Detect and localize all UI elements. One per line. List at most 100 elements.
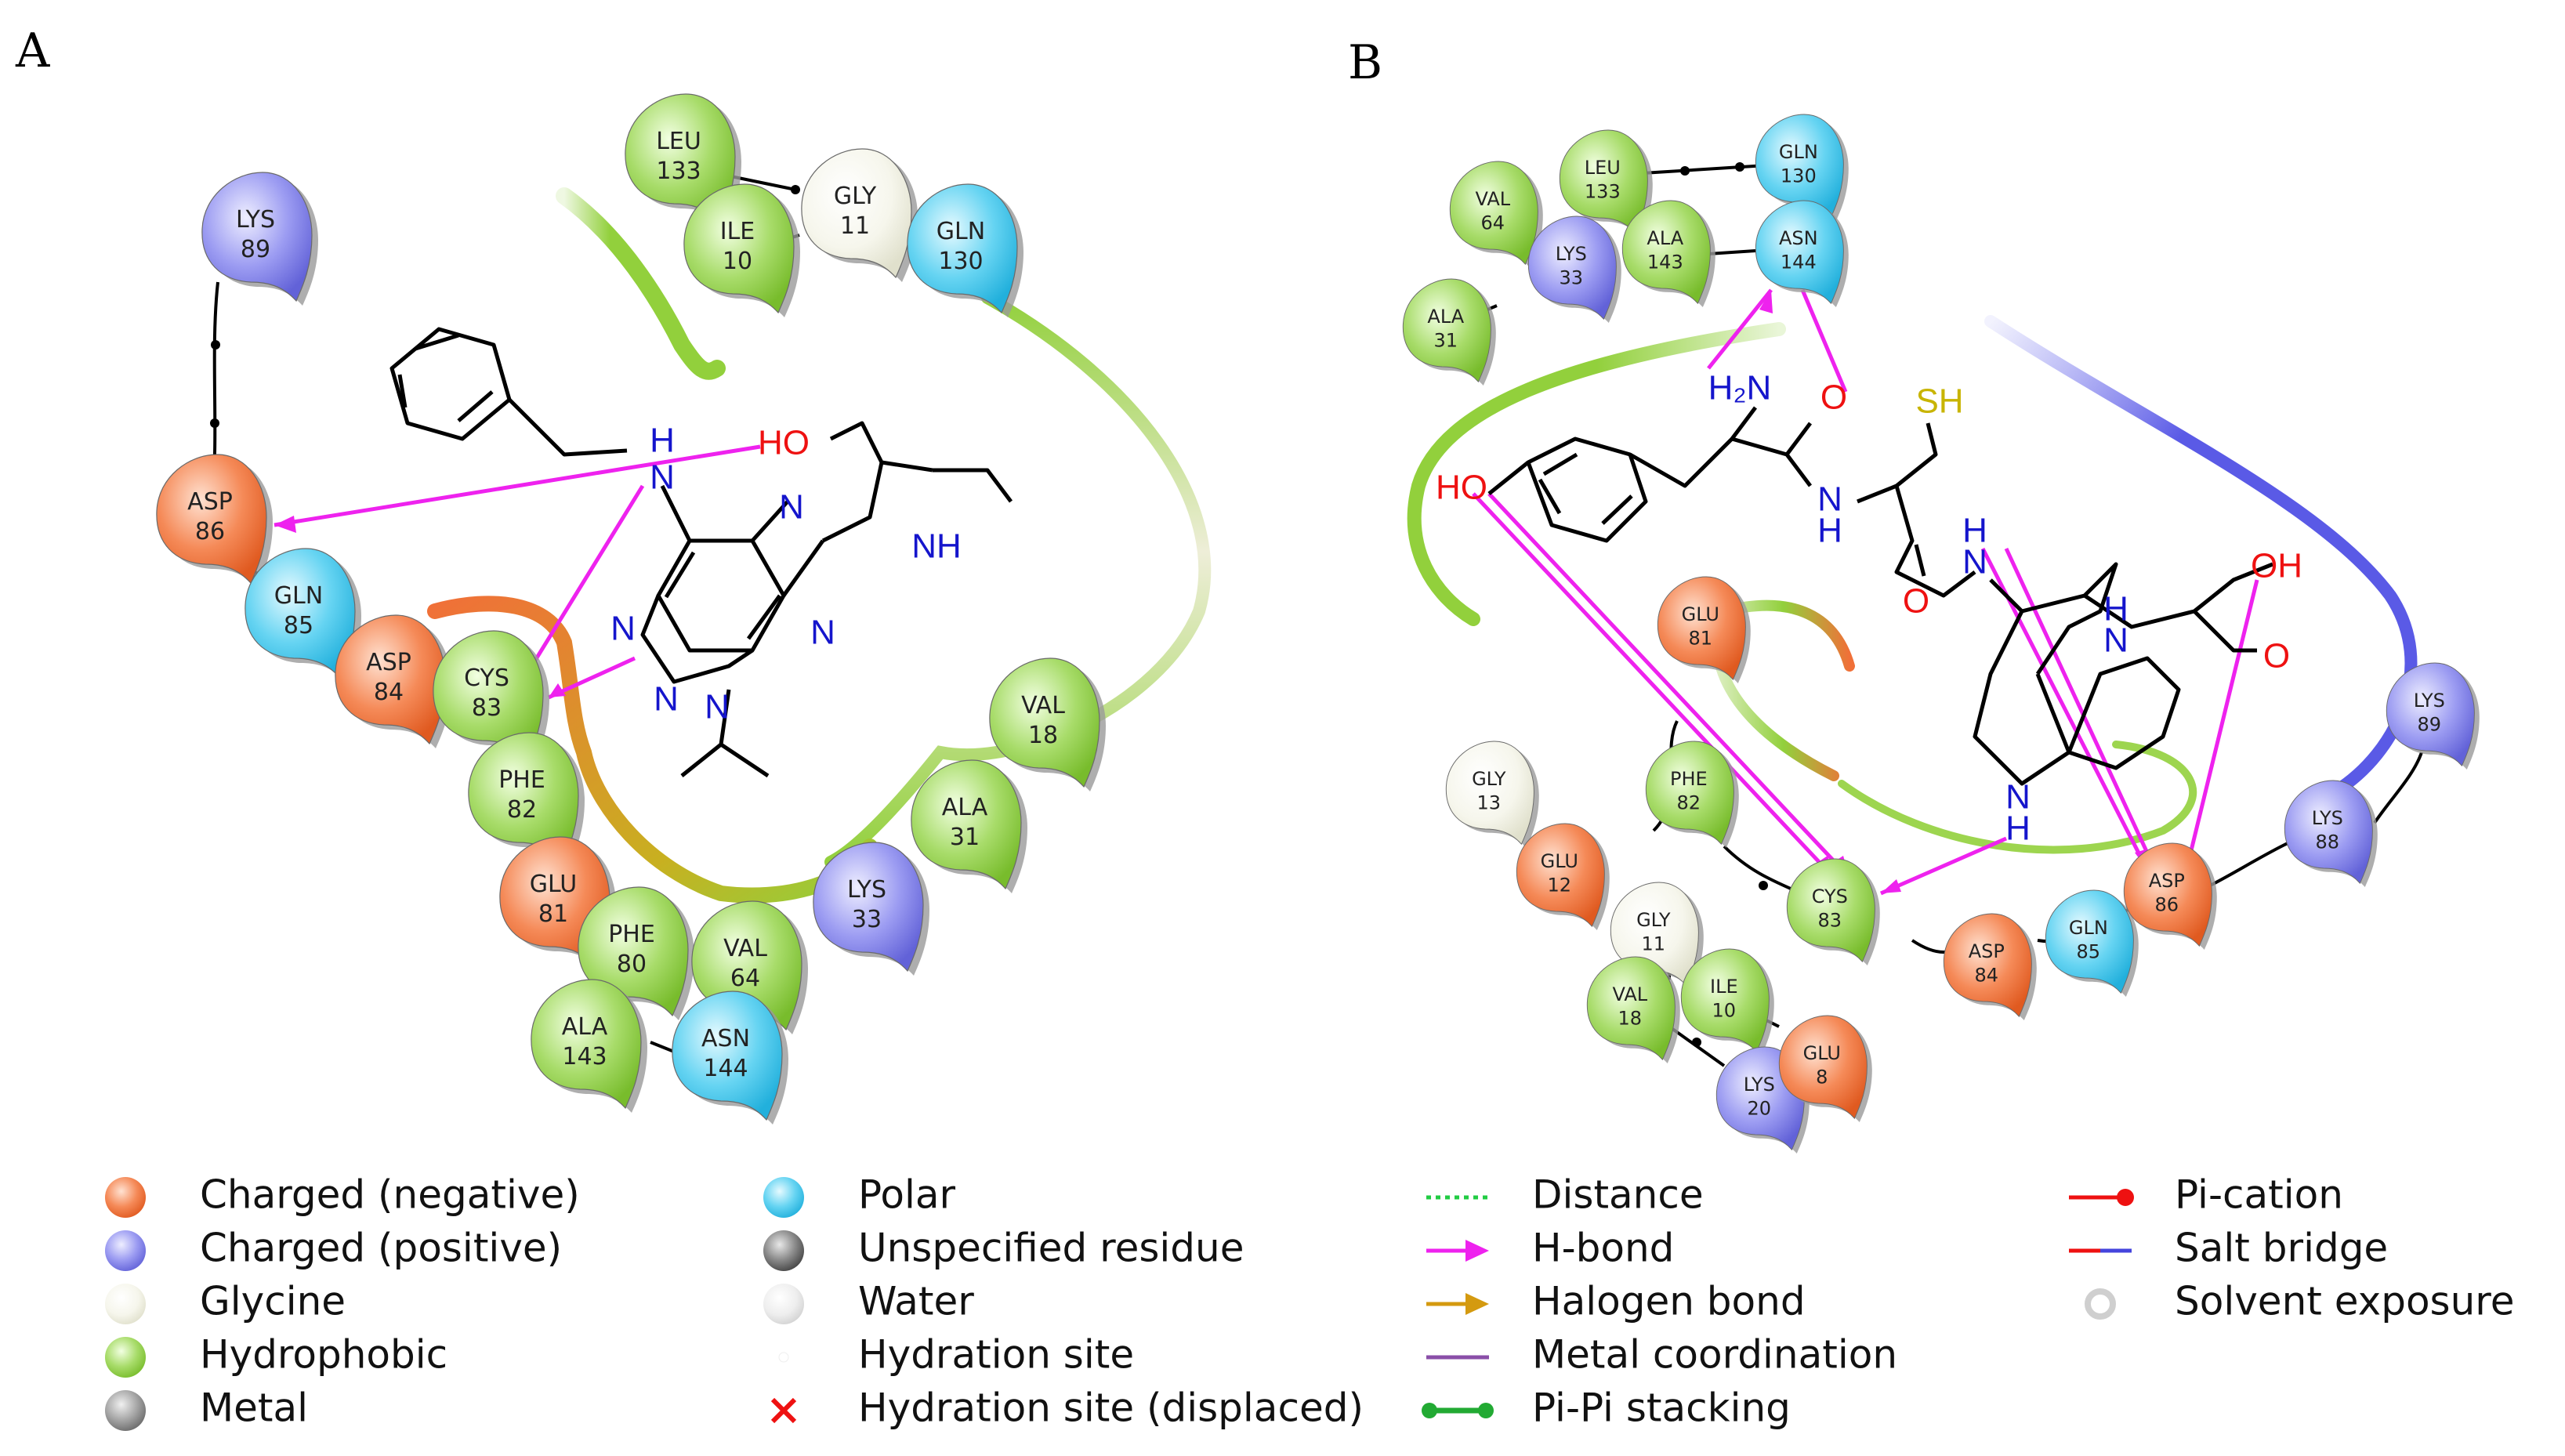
legend-swatch-sphere	[763, 1230, 804, 1271]
residue-name: LYS	[2312, 807, 2343, 829]
legend-item-hydration-site: Hydration site	[778, 1332, 1134, 1378]
residue-shape	[907, 183, 1018, 314]
panel-b-label: B	[1348, 35, 1382, 90]
residue-name: VAL	[723, 935, 767, 962]
atom-label: O	[1903, 582, 1929, 621]
residue-number: 64	[1481, 212, 1505, 234]
residue-number: 13	[1477, 791, 1502, 813]
residue-name: GLY	[1636, 909, 1671, 931]
residue-number: 33	[1560, 266, 1584, 288]
legend-item-pi-pi-stacking: Pi-Pi stacking	[1422, 1385, 1791, 1431]
atom-label: N	[654, 680, 679, 719]
atom-label: N	[2005, 778, 2031, 817]
ligand-a-atoms: H N HO N N NH N N N	[610, 422, 962, 726]
residue-name: VAL	[1475, 188, 1510, 210]
legend: Charged (negative)Charged (positive)Glyc…	[105, 1172, 2515, 1431]
atom-label: O	[2263, 637, 2290, 675]
residue-name: LEU	[656, 128, 701, 155]
residue-number: 11	[840, 212, 870, 240]
residue-number: 86	[2155, 893, 2179, 915]
residue-shape	[2123, 842, 2212, 947]
residue-number: 18	[1028, 722, 1058, 749]
residue-number: 80	[617, 951, 647, 978]
legend-item-distance: Distance	[1426, 1172, 1704, 1218]
residue-number: 133	[1585, 180, 1621, 202]
legend-label: Pi-cation	[2175, 1172, 2343, 1218]
residue-val-18: VAL 18	[989, 657, 1106, 791]
legend-item-solvent-exposure: Solvent exposure	[2085, 1279, 2515, 1324]
residue-name: LYS	[1556, 243, 1587, 265]
residue-shape	[911, 759, 1022, 890]
legend-item-salt-bridge: Salt bridge	[2069, 1226, 2388, 1271]
residue-number: 31	[950, 824, 980, 851]
residue-name: LEU	[1585, 157, 1621, 179]
legend-label: Pi-Pi stacking	[1532, 1385, 1791, 1431]
atom-label: H	[1817, 512, 1842, 550]
residue-number: 143	[562, 1043, 607, 1070]
panel-b: B	[1348, 35, 2480, 1154]
residue-shape	[1657, 576, 1746, 681]
legend-swatch-sphere	[105, 1284, 146, 1324]
legend-label: Metal	[200, 1385, 308, 1431]
residue-number: 144	[1781, 251, 1817, 273]
atom-label: SH	[1915, 382, 1963, 421]
residue-number: 12	[1548, 874, 1572, 896]
residue-number: 11	[1642, 933, 1666, 954]
residue-shape	[1586, 956, 1676, 1061]
legend-swatch-hydration	[778, 1352, 789, 1363]
residue-number: 84	[1975, 964, 1999, 986]
residue-shape	[813, 842, 924, 972]
legend-label: Metal coordination	[1532, 1332, 1897, 1378]
legend-label: Glycine	[200, 1279, 346, 1324]
residue-number: 18	[1618, 1007, 1643, 1029]
residues-panel-b: VAL64LEU133GLN130ALA31LYS33ALA143ASN144G…	[1402, 114, 2480, 1154]
atom-label: N	[650, 458, 675, 497]
residue-number: 86	[195, 518, 225, 545]
legend-label: Water	[858, 1279, 974, 1324]
residue-name: GLU	[1803, 1042, 1841, 1064]
residue-shape	[201, 172, 313, 302]
legend-item-hydrophobic: Hydrophobic	[105, 1332, 447, 1378]
legend-swatch-sphere	[105, 1337, 146, 1378]
residue-name: ASN	[1779, 227, 1818, 249]
residue-number: 20	[1748, 1097, 1772, 1119]
residue-shape	[683, 183, 795, 314]
residue-shape	[1680, 948, 1770, 1053]
legend-item-hydration-site-displaced: Hydration site (displaced)	[770, 1385, 1364, 1431]
legend-item-polar: Polar	[763, 1172, 955, 1218]
residue-number: 85	[2077, 940, 2101, 962]
residue-shape	[468, 732, 579, 863]
residue-name: GLU	[1541, 850, 1578, 872]
residue-shape	[2386, 662, 2475, 767]
legend-label: Unspecified residue	[858, 1226, 1244, 1271]
residue-shape	[1645, 741, 1734, 846]
atom-label: H	[650, 422, 675, 460]
residue-name: ILE	[1710, 976, 1738, 998]
legend-item-charged-negative: Charged (negative)	[105, 1172, 580, 1218]
residue-name: VAL	[1612, 983, 1647, 1005]
residue-shape	[2284, 780, 2373, 885]
legend-swatch-arrow	[1465, 1240, 1489, 1262]
residue-number: 130	[1781, 165, 1817, 187]
residue-name: GLU	[530, 871, 577, 898]
atom-label: N	[810, 614, 835, 652]
legend-label: Charged (negative)	[200, 1172, 580, 1218]
residue-number: 82	[1677, 791, 1701, 813]
residue-name: VAL	[1021, 692, 1065, 719]
residue-shape	[156, 454, 267, 585]
pocket-outline	[427, 187, 1212, 904]
